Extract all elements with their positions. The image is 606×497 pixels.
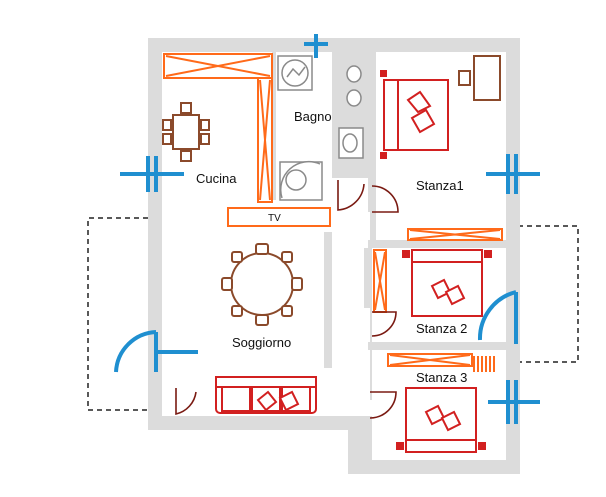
nightstand-icon	[402, 250, 410, 258]
door-stanza1	[371, 185, 399, 213]
nightstand-icon	[380, 70, 387, 77]
tv-label: TV	[268, 213, 281, 224]
nightstand-icon	[380, 152, 387, 159]
wall-stanza1-bottom	[368, 240, 508, 248]
window-stanza3	[488, 380, 540, 424]
hanger-rail-icon	[473, 356, 495, 372]
washing-machine-drum	[281, 59, 309, 87]
chair-icon	[281, 251, 293, 263]
window-bathroom	[304, 34, 328, 58]
counter-side-cross	[259, 79, 271, 201]
chair-icon	[162, 133, 172, 145]
chair-icon	[231, 251, 243, 263]
door-stanza2	[371, 311, 397, 337]
washing-machine-mark	[286, 66, 306, 78]
pillow-icon	[444, 284, 466, 306]
stanza2-wardrobe-cross	[374, 251, 386, 311]
pillow-icon	[278, 390, 300, 412]
counter-top	[163, 53, 273, 79]
counter-top-cross	[165, 55, 271, 77]
chair-icon	[200, 133, 210, 145]
hallway-floor	[332, 178, 370, 416]
door-bathroom	[337, 180, 365, 211]
desk	[473, 55, 501, 101]
wall-living-right	[324, 232, 332, 368]
room-labels: Cucina Bagno Stanza1 Stanza 2 Stanza 3 S…	[196, 109, 467, 385]
nightstand-icon	[478, 442, 486, 450]
stanza3-wardrobe-cross	[389, 354, 471, 366]
wall-stanza2-bottom	[368, 342, 508, 350]
room-label-soggiorno: Soggiorno	[232, 335, 291, 350]
wall-bath-right	[332, 52, 340, 178]
balcony-left	[87, 217, 148, 411]
balcony-door-stanza2	[477, 290, 518, 344]
room-label-bagno: Bagno	[294, 109, 332, 124]
pillow-icon	[440, 410, 462, 432]
sink-basin	[342, 133, 358, 153]
door-stanza3	[369, 391, 397, 419]
kitchen-cabinets	[163, 53, 273, 203]
balconies	[87, 217, 579, 411]
stanza2-headboard	[411, 249, 483, 263]
chair-icon	[180, 150, 192, 162]
counter-side	[257, 77, 273, 203]
chair-icon	[180, 102, 192, 114]
kitchen-table	[162, 102, 210, 162]
chair-icon	[281, 305, 293, 317]
sofa-back	[215, 376, 317, 388]
living-table	[221, 243, 303, 326]
corridor-floor	[332, 400, 372, 416]
stanza2-furniture	[373, 249, 492, 317]
stanza3-wardrobe	[387, 353, 473, 367]
pillow-icon	[256, 390, 278, 412]
door-entrance	[175, 388, 197, 416]
tv-cabinet	[227, 207, 331, 227]
sofa-cushion	[221, 386, 251, 412]
room-label-stanza1: Stanza1	[416, 178, 464, 193]
chair-icon	[200, 119, 210, 131]
chair-icon	[231, 305, 243, 317]
stanza1-wardrobe-cross	[409, 229, 501, 240]
wall-stanza2-left	[364, 248, 372, 308]
window-stanza1	[486, 154, 540, 194]
shower-drain	[285, 169, 307, 191]
pillow-icon	[410, 108, 436, 134]
nightstand-icon	[484, 250, 492, 258]
room-label-stanza3: Stanza 3	[416, 370, 467, 385]
balcony-right	[518, 225, 579, 363]
wall-stanza1-left	[368, 52, 376, 212]
chair-icon	[162, 119, 172, 131]
stanza3-furniture	[387, 353, 495, 453]
bed-headboard	[383, 79, 399, 151]
chair-icon	[291, 277, 303, 291]
bidet-icon	[346, 89, 362, 107]
stanza1-wardrobe	[407, 228, 503, 241]
chair-icon	[221, 277, 233, 291]
pillow-icon	[406, 90, 432, 114]
balcony-door-living	[114, 330, 198, 373]
kitchen-table-top	[172, 114, 200, 150]
room-label-stanza2: Stanza 2	[416, 321, 467, 336]
stanza1-furniture	[380, 55, 503, 241]
nightstand-icon	[396, 442, 404, 450]
bathroom-fixtures	[277, 55, 364, 201]
tv-stand: TV	[227, 207, 331, 227]
chair-icon	[255, 314, 269, 326]
room-label-cucina: Cucina	[196, 171, 237, 186]
desk-chair-icon	[458, 70, 471, 86]
stanza3-headboard	[405, 439, 477, 453]
chair-icon	[255, 243, 269, 255]
doors	[175, 180, 399, 419]
windows	[114, 34, 540, 424]
toilet-icon	[346, 65, 362, 83]
sofa	[215, 376, 317, 414]
window-kitchen	[120, 156, 184, 192]
